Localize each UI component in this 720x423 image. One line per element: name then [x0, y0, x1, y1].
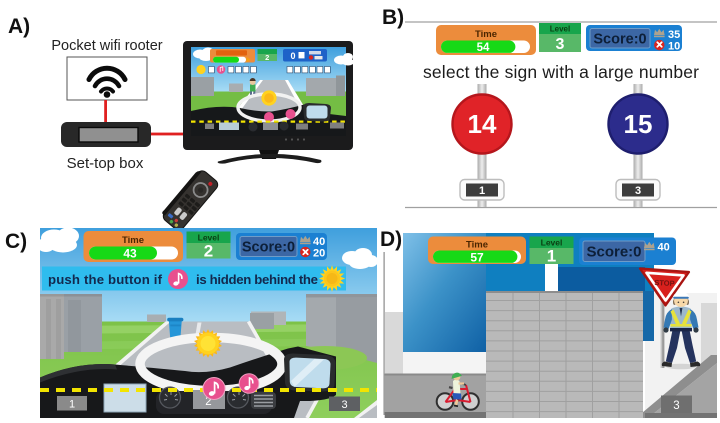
svg-text:3: 3 — [341, 399, 347, 411]
svg-text:Time: Time — [475, 29, 497, 40]
svg-text:Time: Time — [466, 240, 488, 251]
svg-text:STOP: STOP — [654, 278, 675, 288]
svg-text:40: 40 — [658, 242, 670, 254]
svg-text:2: 2 — [204, 242, 213, 261]
svg-text:1: 1 — [547, 247, 556, 266]
svg-text:D): D) — [380, 228, 402, 251]
svg-text:Score:0: Score:0 — [242, 240, 295, 256]
svg-text:Time: Time — [122, 235, 144, 246]
svg-text:A): A) — [8, 15, 30, 38]
svg-text:14: 14 — [468, 109, 497, 139]
svg-text:Level: Level — [550, 25, 570, 34]
svg-text:54: 54 — [477, 42, 490, 54]
svg-text:Level: Level — [541, 238, 563, 248]
svg-text:push the button if: push the button if — [48, 272, 163, 287]
svg-text:43: 43 — [123, 247, 137, 261]
svg-text:15: 15 — [624, 109, 653, 139]
svg-text:1: 1 — [69, 399, 75, 411]
svg-text:Score:0: Score:0 — [586, 244, 641, 261]
svg-text:Set-top box: Set-top box — [67, 155, 144, 172]
svg-text:is hidden behind the: is hidden behind the — [196, 272, 318, 287]
svg-text:40: 40 — [313, 236, 325, 248]
svg-text:2: 2 — [205, 396, 211, 408]
svg-text:3: 3 — [673, 400, 679, 412]
svg-text:20: 20 — [313, 248, 325, 260]
svg-text:Score:0: Score:0 — [593, 32, 646, 48]
svg-text:select the sign with a large n: select the sign with a large number — [423, 62, 699, 82]
svg-text:0: 0 — [290, 51, 295, 61]
svg-text:57: 57 — [470, 251, 484, 265]
svg-text:Pocket wifi rooter: Pocket wifi rooter — [51, 38, 162, 54]
svg-text:C): C) — [5, 230, 27, 253]
svg-text:10: 10 — [668, 41, 680, 53]
svg-text:Level: Level — [198, 233, 220, 243]
svg-text:3: 3 — [556, 36, 565, 53]
svg-text:B): B) — [382, 6, 404, 29]
svg-text:1: 1 — [479, 185, 485, 197]
svg-text:35: 35 — [668, 29, 680, 41]
svg-text:3: 3 — [635, 185, 641, 197]
svg-text:2: 2 — [265, 53, 269, 62]
